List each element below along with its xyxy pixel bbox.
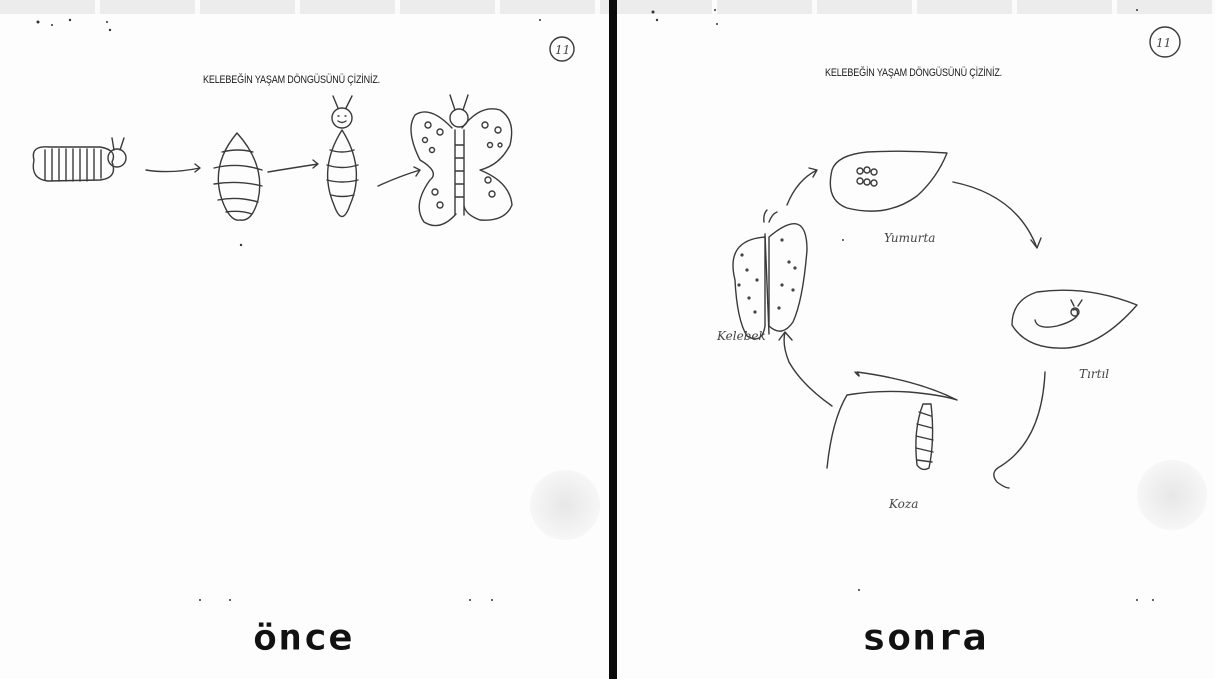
- scan-speckles: [37, 19, 542, 601]
- leaf-branch: [827, 372, 957, 468]
- chrysalis-drawing: [327, 96, 358, 217]
- before-drawing: 11: [0, 0, 609, 679]
- egg-stage: Yumurta: [830, 151, 947, 245]
- adult-stage: Kelebek: [716, 210, 807, 343]
- stage-label-larva: Tırtıl: [1079, 367, 1109, 381]
- stage-label-adult: Kelebek: [716, 329, 766, 343]
- after-drawing: 11 Yumurta Tırtıl K: [617, 0, 1215, 679]
- butterfly-drawing: [411, 95, 512, 226]
- after-caption: sonra: [862, 617, 987, 658]
- cycle-arrow: [787, 168, 817, 205]
- pupa-stage: Koza: [888, 404, 933, 511]
- page-number-circle: 11: [550, 37, 574, 61]
- after-panel: KELEBEĞİN YAŞAM DÖNGÜSÜNÜ ÇİZİNİZ. 11 Yu…: [617, 0, 1215, 679]
- before-panel: KELEBEĞİN YAŞAM DÖNGÜSÜNÜ ÇİZİNİZ. 11: [0, 0, 609, 679]
- page-number-circle: 11: [1150, 27, 1180, 57]
- stage-label-egg: Yumurta: [884, 231, 935, 245]
- cycle-arrow: [953, 182, 1041, 248]
- before-caption: önce: [253, 617, 353, 658]
- page-number: 11: [1156, 36, 1171, 50]
- stage-label-pupa: Koza: [888, 497, 918, 511]
- larva-stage: Tırtıl: [1012, 290, 1137, 381]
- page-number: 11: [555, 43, 570, 57]
- caterpillar-drawing: [33, 138, 126, 181]
- cycle-arrow: [779, 332, 832, 406]
- panel-divider: [609, 0, 617, 679]
- cycle-arrow: [994, 372, 1045, 488]
- cocoon-drawing: [214, 133, 262, 246]
